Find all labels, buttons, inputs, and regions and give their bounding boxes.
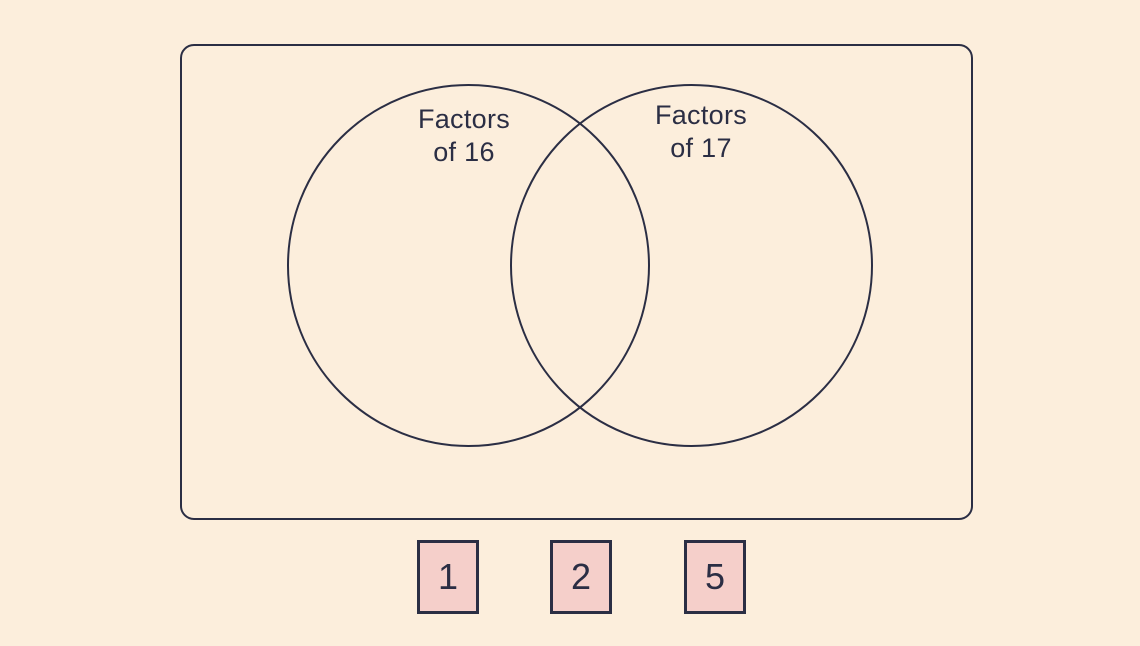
- number-tile-2[interactable]: 2: [550, 540, 612, 614]
- factors-of-17-label-line1: Factors: [654, 100, 748, 130]
- factors-of-16-label-line2: of 16: [433, 137, 495, 167]
- factors-of-16-label: Factors of 16: [364, 103, 564, 169]
- factors-of-17-circle-dropzone[interactable]: [510, 84, 873, 447]
- number-tile-1[interactable]: 1: [417, 540, 479, 614]
- venn-board-dropzone[interactable]: [180, 44, 973, 520]
- number-tile-5[interactable]: 5: [684, 540, 746, 614]
- factors-of-16-label-line1: Factors: [417, 104, 511, 134]
- factors-of-17-label-line2: of 17: [670, 133, 732, 163]
- factors-of-17-label: Factors of 17: [601, 99, 801, 165]
